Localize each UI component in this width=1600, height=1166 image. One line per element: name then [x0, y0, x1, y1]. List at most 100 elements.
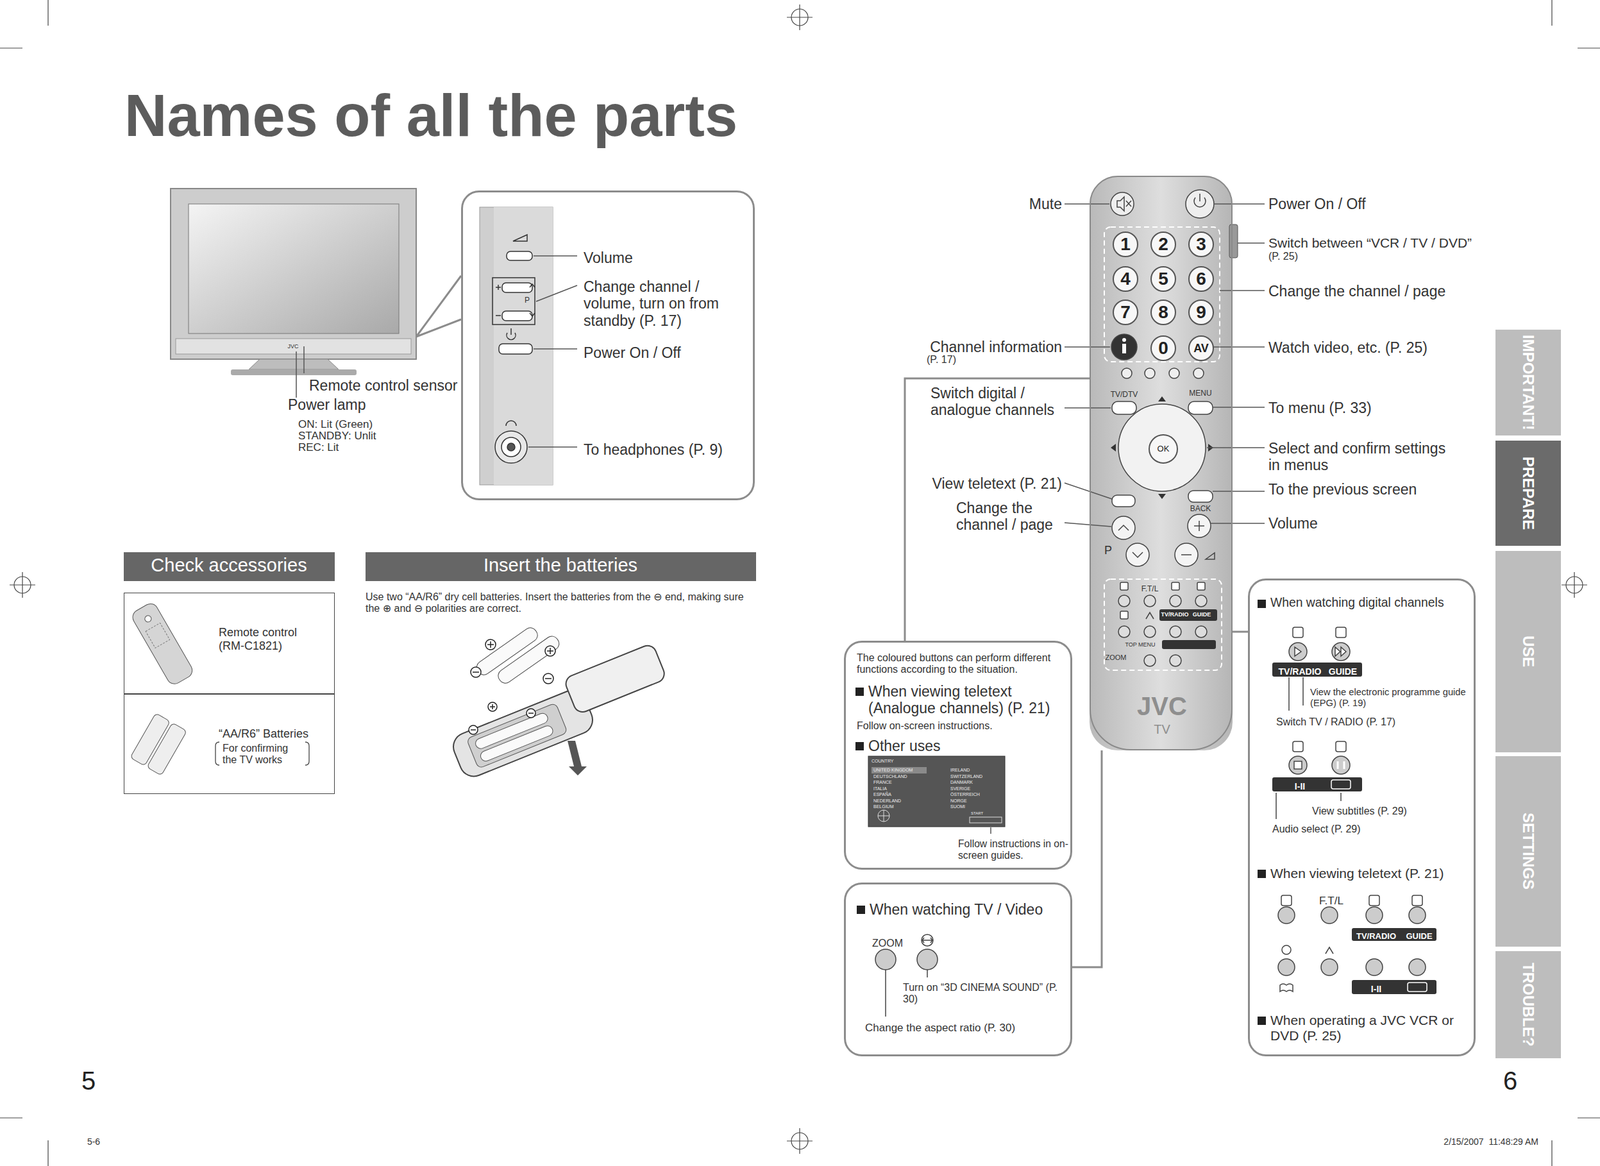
button-label: 0 [1158, 337, 1169, 359]
drawing-circle [1121, 368, 1132, 379]
drawing-circle [1169, 368, 1180, 379]
part-label: STANDBY: Unlit [298, 429, 427, 443]
part-label: To menu (P. 33) [1268, 399, 1461, 417]
drawing-circle [1195, 625, 1207, 638]
part-label: IRELAND [950, 767, 1021, 773]
drawing-rect [502, 311, 533, 321]
drawing-rect [479, 724, 555, 763]
drawing-rect [1104, 227, 1220, 362]
drawing-circle [1144, 368, 1155, 379]
drawing-circle [1118, 625, 1130, 638]
drawing-path [567, 740, 587, 776]
drawing-path [922, 937, 933, 943]
drawing-path [1181, 554, 1192, 556]
drawing-path [990, 827, 992, 834]
heading-band: Insert the batteries [365, 552, 757, 582]
button-label: OK [1157, 444, 1170, 455]
button-label: 8 [1158, 302, 1169, 323]
panel-text: Turn on “3D CINEMA SOUND” (P. 30) [902, 981, 1069, 1006]
part-label: P [520, 296, 534, 306]
button-label: 4 [1120, 268, 1131, 290]
drawing-rect [502, 282, 533, 293]
drawing-circle [1118, 404, 1206, 492]
drawing-rect [175, 338, 412, 354]
drawing-path [1117, 196, 1132, 211]
callout-panel: When watching digital channelsTV/RADIOGU… [1247, 578, 1476, 1057]
part-label: Change the channel / page [1268, 282, 1481, 300]
drawing-circle [1288, 756, 1307, 775]
drawing-rect [230, 369, 357, 376]
remote-button: 0 [1150, 335, 1177, 362]
drawing-circle [877, 809, 890, 822]
drawing-path [1206, 203, 1265, 524]
drawing-path [9, 572, 36, 598]
remote-button: 8 [1150, 299, 1177, 326]
button-label: AV [1193, 341, 1209, 356]
drawing-rect [1351, 927, 1437, 941]
part-label: (P. 25) [1268, 250, 1333, 263]
drawing-circle [1408, 958, 1426, 976]
part-label: (P. 17) [926, 353, 991, 366]
part-label: SUOMI [950, 804, 1021, 810]
drawing-circle [1187, 514, 1211, 538]
remote-button: 1 [1112, 231, 1139, 258]
part-label: SWITZERLAND [950, 774, 1021, 780]
part-label: GUIDE [1189, 611, 1214, 618]
part-label: ESPAÑA [873, 791, 944, 798]
drawing-path [495, 284, 535, 317]
drawing-path [1288, 677, 1304, 711]
drawing-circle [507, 443, 515, 451]
remote-button: 5 [1150, 266, 1177, 292]
tab-label: PREPARE [1519, 456, 1538, 530]
drawing-g [528, 255, 578, 447]
connector-line [1232, 631, 1248, 633]
drawing-rect [1089, 175, 1233, 751]
remote-button: OK [1148, 434, 1179, 464]
drawing-circle [1278, 906, 1295, 924]
drawing-circle [1331, 756, 1350, 775]
drawing-circle [1110, 192, 1134, 216]
drawing-path [472, 671, 480, 673]
drawing-circle [1111, 516, 1136, 540]
part-label: Select and confirm settings in menus [1268, 439, 1452, 474]
drawing-rect [495, 633, 562, 686]
drawing-rect [1162, 640, 1216, 649]
part-label: To the previous screen [1268, 480, 1487, 498]
drawing-circle [501, 437, 521, 457]
part-label: COUNTRY [871, 758, 910, 764]
panel-text: I-II [1356, 983, 1396, 994]
section-tab: SETTINGS [1495, 756, 1561, 947]
panel-text: When operating a JVC VCR or DVD (P. 25) [1270, 1012, 1463, 1044]
panel-text: When viewing teletext (P. 21) [1270, 865, 1473, 882]
part-label: BELGIUM [873, 804, 944, 810]
panel-text: Follow instructions in on-screen guides. [958, 838, 1069, 862]
band-heading: Check accessories [126, 554, 332, 576]
part-label: ON: Lit (Green) [298, 418, 427, 431]
drawing-circle [1122, 337, 1127, 342]
drawing-path [1325, 947, 1334, 954]
drawing-circle [1195, 595, 1207, 607]
panel-text: Switch TV / RADIO (P. 17) [1276, 716, 1469, 728]
drawing-circle [1144, 625, 1156, 638]
part-label: Watch video, etc. (P. 25) [1268, 339, 1481, 356]
drawing-path [877, 809, 890, 822]
drawing-circle [1193, 368, 1204, 379]
part-label: Remote control sensor [309, 377, 476, 394]
part-label: Switch between “VCR / TV / DVD” [1268, 235, 1487, 251]
drawing-rect [1122, 343, 1127, 354]
panel-text: TV/RADIO [1355, 931, 1397, 942]
panel-text: GUIDE [1323, 666, 1363, 677]
drawing-path [416, 275, 462, 337]
drawing-path [1132, 552, 1143, 558]
drawing-circle [917, 949, 938, 970]
part-label: REC: Lit [298, 441, 427, 455]
page-title: Names of all the parts [124, 82, 1023, 151]
button-label: 1 [1120, 234, 1131, 255]
remote-button: 2 [1150, 231, 1177, 258]
remote-control: JVCTV1234567890AVOK [1089, 175, 1233, 751]
part-label: Switch digital / analogue channels [930, 384, 1062, 419]
panel-text: ZOOM [872, 937, 918, 950]
drawing-rect [493, 207, 553, 485]
